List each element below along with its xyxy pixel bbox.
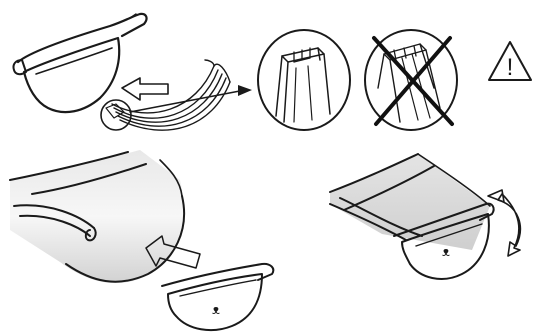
rotate-arrow (487, 189, 522, 257)
brand-logo-mark: ᴥ (212, 303, 220, 318)
seal-profile-incorrect (377, 43, 441, 123)
end-cap-seal-illustration (12, 12, 246, 131)
brand-logo-mark-fitted: ᴥ (442, 245, 450, 260)
warning-triangle-icon: ! (487, 40, 533, 82)
end-cap-fitted: ᴥ (393, 202, 495, 280)
seal-profile-correct (275, 47, 331, 123)
detail-incorrect (360, 28, 462, 132)
gutter-section (9, 150, 186, 284)
insert-arrow (121, 77, 169, 101)
slide-arrow (145, 235, 201, 269)
end-cap-logo-cap: ᴥ (161, 262, 275, 332)
detail-circle (100, 99, 132, 131)
warning-symbol: ! (507, 54, 514, 81)
detail-correct (254, 28, 354, 132)
zoom-pointer-line (129, 89, 246, 113)
step-3-slide-cap-onto-gutter: ᴥ (0, 150, 300, 335)
end-cap (12, 12, 148, 114)
step-4-rotate-cap: ᴥ (322, 150, 538, 290)
gutter-fitted (329, 153, 491, 250)
step-1-end-cap-with-seal (0, 0, 246, 145)
zoom-pointer-arrowhead (238, 82, 254, 98)
incorrect-cross (372, 36, 454, 126)
